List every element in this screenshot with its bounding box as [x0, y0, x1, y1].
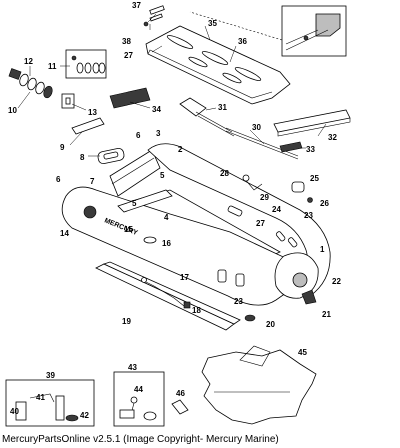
callout-27-top: 27: [124, 51, 133, 60]
strip-33: [279, 141, 303, 153]
leader-lines: [17, 13, 327, 157]
callout-15: 15: [124, 225, 133, 234]
callout-35: 35: [208, 19, 217, 28]
callout-25: 25: [310, 174, 319, 183]
callout-18: 18: [192, 306, 201, 315]
detail-box: [189, 5, 347, 57]
callout-32: 32: [328, 133, 337, 142]
callout-11: 11: [48, 62, 57, 71]
callout-41: 41: [36, 393, 45, 402]
callout-27-mid: 27: [256, 219, 265, 228]
callout-8: 8: [80, 153, 85, 162]
callout-22: 22: [332, 277, 341, 286]
floor-pins: [143, 5, 165, 27]
callout-3: 3: [156, 129, 161, 138]
callout-21: 21: [322, 310, 331, 319]
callout-36: 36: [238, 37, 247, 46]
callout-24: 24: [272, 205, 281, 214]
callout-45: 45: [298, 348, 307, 357]
valve-kit-box: [65, 49, 107, 79]
callout-6-top: 6: [136, 131, 141, 140]
callout-40: 40: [10, 407, 19, 416]
callout-23-bottom: 23: [234, 297, 243, 306]
inflatable-boat: MERCURY: [61, 143, 331, 306]
boat-cover: [201, 345, 317, 425]
oar: [179, 97, 235, 137]
callout-7: 7: [90, 177, 95, 186]
callout-6-left: 6: [56, 175, 61, 184]
shaft: [225, 127, 299, 160]
callout-23-right: 23: [304, 211, 313, 220]
callout-37: 37: [132, 1, 141, 10]
handle: [97, 147, 125, 165]
callout-14: 14: [60, 229, 69, 238]
callout-4: 4: [164, 213, 169, 222]
callout-19: 19: [122, 317, 131, 326]
callout-12: 12: [24, 57, 33, 66]
callout-16: 16: [162, 239, 171, 248]
callout-5-a: 5: [160, 171, 165, 180]
callout-34: 34: [152, 105, 161, 114]
callout-26: 26: [320, 199, 329, 208]
callout-20: 20: [266, 320, 275, 329]
callout-43: 43: [128, 363, 137, 372]
drain-plug: [244, 314, 256, 322]
footer-caption: MercuryPartsOnline v2.5.1 (Image Copyrig…: [2, 434, 279, 445]
callout-5-b: 5: [132, 199, 137, 208]
callout-39: 39: [46, 371, 55, 380]
valve-parts: [8, 68, 75, 109]
callout-17: 17: [180, 273, 189, 282]
callout-28: 28: [220, 169, 229, 178]
callout-42: 42: [80, 411, 89, 420]
repair-kit-box: [113, 371, 165, 427]
callout-38: 38: [122, 37, 131, 46]
inflation-valve: [291, 181, 313, 203]
floor-board: [145, 25, 291, 105]
callout-13: 13: [88, 108, 97, 117]
keel-strip: [95, 261, 241, 331]
bench: [273, 109, 351, 137]
callout-9: 9: [60, 143, 65, 152]
valve-plate: [71, 117, 105, 135]
callout-2: 2: [178, 145, 183, 154]
callout-numbers: 37 38 35 36 27 11 12 10 13 9 8 34 31 30 …: [8, 1, 341, 420]
bow-fitting: [301, 289, 317, 305]
strip-34: [109, 87, 151, 109]
callout-46: 46: [176, 389, 185, 398]
callout-30: 30: [252, 123, 261, 132]
callout-29: 29: [260, 193, 269, 202]
pump-kit-box: [5, 379, 95, 427]
callout-31: 31: [218, 103, 227, 112]
callout-10: 10: [8, 106, 17, 115]
callout-1: 1: [320, 245, 325, 254]
callout-44: 44: [134, 385, 143, 394]
oarlock: [242, 174, 263, 191]
glue-tube: [171, 399, 189, 415]
callout-33: 33: [306, 145, 315, 154]
